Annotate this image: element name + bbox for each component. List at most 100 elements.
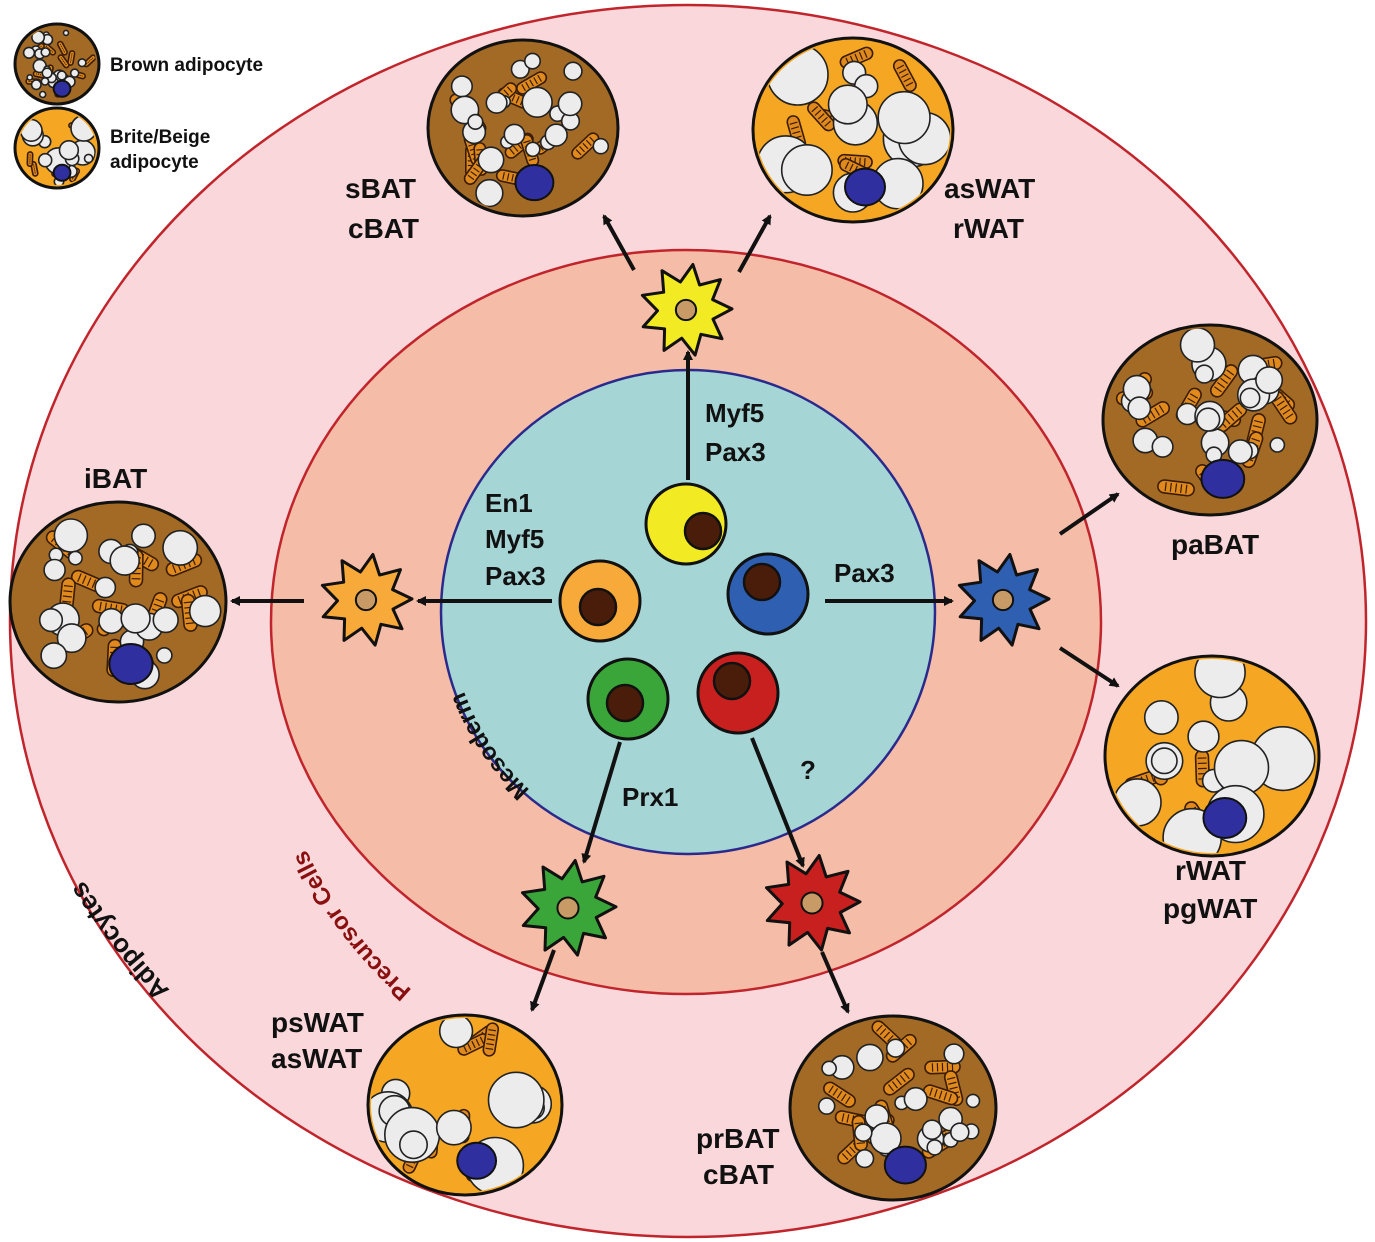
legend-label-beige-line2: adipocyte [110,152,199,173]
mitochondrion [823,1081,856,1108]
arrow-yellow-to-sbat [602,214,636,271]
lipid-droplet [62,29,70,37]
adipocyte-contents [817,1020,981,1185]
lipid-droplet [1227,439,1253,465]
lipid-droplet [821,1060,837,1077]
lipid-droplet [40,77,50,86]
lipid-droplet [398,1130,428,1160]
lipid-droplet [1179,328,1216,363]
mitochondrion [482,1022,500,1057]
lipid-droplet [38,607,64,633]
depot-right-top: paBAT [1171,529,1259,560]
lipid-droplet [1255,366,1284,395]
depot-top-left-1: sBAT [345,173,416,204]
depot-top-right-1: asWAT [944,173,1035,204]
arrow-yellow-to-aswat [737,214,772,273]
mitochondrion [26,151,34,168]
lipid-droplet [53,518,89,553]
marker-top-1: Myf5 [705,398,764,428]
lipid-droplet [563,61,583,81]
lipid-droplet [152,606,179,634]
adipocyte-nucleus [52,163,72,182]
progenitor-cell-orange [558,559,642,643]
mitochondrion [56,40,68,56]
lineage-arrows [230,214,1120,1014]
depot-right-bottom-2: pgWAT [1163,893,1257,924]
precursor-cell-yellow [640,263,734,357]
adipocyte-brown-sbat [426,38,620,218]
adipocyte-nucleus [456,1141,498,1180]
mesoderm-cells [558,482,810,741]
lipid-droplet [817,1097,836,1115]
lipid-droplet [521,86,553,119]
lipid-droplet [949,1122,970,1142]
lipid-droplet [83,153,94,164]
adipocyte-beige-pswat [366,1013,564,1197]
lipid-droplet [162,529,199,566]
lipid-droplet [853,1123,873,1142]
adipocytes [8,22,1321,1202]
lipid-droplet [1269,436,1286,453]
legend-label-beige-line1: Brite/Beige [110,127,210,148]
precursor-nucleus [674,298,698,322]
lipid-droplet [1194,364,1215,384]
mitochondrion [57,54,70,69]
adipocyte-contents [1115,328,1298,499]
lipid-droplet [22,46,36,59]
lipid-droplet [467,113,484,130]
adipocyte-beige-aswat [751,36,955,224]
adipocyte-nucleus [883,1145,927,1185]
precursor-cell-blue [957,553,1051,647]
arrow-blue-to-rwat [1058,646,1120,688]
lipid-droplet [1151,435,1174,458]
marker-right: Pax3 [834,558,895,588]
lipid-droplet [943,1043,965,1065]
lipid-droplet [435,1109,472,1146]
lipid-droplet [855,1148,875,1169]
lipid-droplet [557,91,583,117]
progenitor-cell-green [586,657,670,741]
lipid-droplet [544,123,568,147]
legend-adipocyte-brown [13,22,101,106]
depot-bottom-right-1: prBAT [696,1123,779,1154]
mitochondrion [67,50,76,66]
lipid-droplet [98,607,125,635]
mitochondrion [882,1067,915,1096]
lipid-droplet [485,91,508,114]
lipid-droplet [40,47,51,58]
arrow-green-to-pswat [530,949,556,1012]
adipocyte-nucleus [1202,797,1248,839]
lipid-droplet [58,140,80,161]
arrow-blue-to-pabat [1058,492,1120,536]
progenitor-cell-blue [726,552,810,636]
precursor-cell-orange [320,553,414,647]
depot-top-left-2: cBAT [348,213,419,244]
lipid-droplet [592,137,610,155]
lipid-droplet [827,84,868,125]
lipid-droplet [475,178,504,208]
lipid-droplet [524,141,541,158]
lipid-droplet [38,90,47,99]
adipocyte-contents [19,114,96,185]
depot-bottom-right-2: cBAT [703,1159,774,1190]
lipid-droplet [94,576,117,599]
marker-bottom-right: ? [800,755,816,785]
lipid-droplet [877,90,931,145]
adipocyte-contents [449,52,610,208]
adipocyte-nucleus [844,167,886,207]
lipid-droplet [885,1038,906,1058]
lipid-droplet [1127,396,1152,421]
arrow-red-to-prbat [820,951,850,1014]
progenitor-cell-yellow [644,482,728,566]
lipid-droplet [188,594,222,628]
precursor-cell-red [765,854,862,952]
lipid-droplet [856,1043,884,1072]
legend-adipocyte-beige [13,106,101,190]
arrow-green-down [581,741,622,864]
lipid-droplet [921,1119,943,1140]
depot-right-bottom-1: rWAT [1175,855,1246,886]
precursor-nucleus [556,896,580,920]
lipid-droplet [109,545,140,576]
adipocyte-nucleus [52,79,72,98]
lipid-droplet [903,1086,928,1112]
